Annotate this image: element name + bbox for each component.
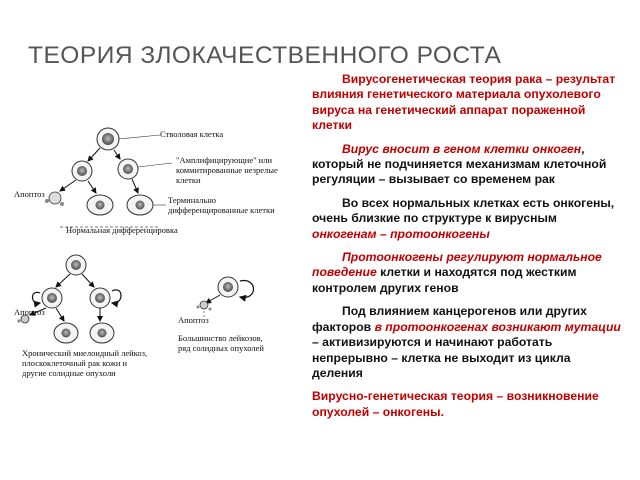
terminal-cell-bl-right [89, 322, 115, 344]
slide-title: ТЕОРИЯ ЗЛОКАЧЕСТВЕННОГО РОСТА [28, 42, 502, 69]
committed-cell-right [117, 158, 139, 180]
apoptotic-cell-right [196, 300, 212, 311]
apoptotic-cell-left [17, 314, 30, 324]
p1-text: Вирусогенетическая теория рака – результ… [312, 72, 616, 133]
p3-text: Во всех нормальных клетках есть онкогены… [312, 195, 615, 226]
cell-bl-left [41, 287, 63, 309]
p2-text: , который не подчиняется механизмам клет… [312, 141, 607, 187]
label-amplifying-3: клетки [176, 175, 201, 185]
label-amplifying-2: коммитированные незрелые [176, 165, 278, 175]
stem-cell-bottom-left [65, 254, 87, 276]
p5-text-c: – активизируются и начинают работать неп… [312, 335, 571, 380]
cell-bl-right [89, 287, 111, 309]
p4-highlight: Протоонкогены регулируют нормальное пове… [312, 250, 602, 280]
p4-text: клетки и находятся под жестким контролем… [312, 265, 577, 295]
label-apoptosis-right: Апоптоз [178, 315, 209, 325]
label-majority-1: Большинство лейкозов, [178, 333, 263, 343]
label-terminal-1: Терминально [168, 195, 216, 205]
label-stem-cell: Стволовая клетка [160, 129, 223, 139]
solid-tumors-group: Апоптоз Большинство лейкозов, ряд солидн… [178, 276, 264, 353]
normal-differentiation-group: Стволовая клетка "Амплифицирующие" или к… [14, 127, 278, 235]
terminal-cell-bl-left [53, 322, 79, 344]
p2-highlight: Вирус вносит в геном клетки онкоген [342, 141, 582, 156]
stem-cell [96, 127, 120, 151]
text-column: Вирусогенетическая теория рака – результ… [312, 72, 624, 428]
cell-differentiation-diagram: Стволовая клетка "Амплифицирующие" или к… [14, 127, 278, 378]
label-normal-differentiation: Нормальная дифференцировка [66, 225, 178, 235]
label-leukemia-3: другие солидные опухоли [22, 368, 116, 378]
p6-text: Вирусно-генетическая теория – возникнове… [312, 389, 599, 419]
label-leukemia-1: Хронический миелоидный лейкоз, [22, 348, 147, 358]
terminal-cell-right [126, 194, 154, 216]
terminal-cell-left [86, 194, 114, 216]
label-amplifying-1: "Амплифицирующие" или [176, 155, 272, 165]
p5-text-a: Под влиянием канцерогенов или других фак… [312, 304, 587, 334]
paragraph-4: Протоонкогены регулируют нормальное пове… [312, 250, 624, 296]
paragraph-2: Вирус вносит в геном клетки онкоген, кот… [312, 142, 624, 188]
committed-cell-left [71, 160, 93, 182]
paragraph-1: Вирусогенетическая теория рака – результ… [312, 72, 624, 134]
label-leukemia-2: плоскоклеточный рак кожи и [22, 358, 128, 368]
stem-cell-bottom-right [217, 276, 239, 298]
paragraph-6: Вирусно-генетическая теория – возникнове… [312, 389, 624, 420]
p5-highlight: в протоонкогенах возникают мутации [374, 319, 621, 334]
label-majority-2: ряд солидных опухолей [178, 343, 264, 353]
p3-highlight: онкогенам – протоонкогены [312, 226, 490, 241]
apoptotic-cell-top [45, 191, 64, 206]
paragraph-3: Во всех нормальных клетках есть онкогены… [312, 196, 624, 242]
label-terminal-2: дифференцированные клетки [168, 205, 275, 215]
label-apoptosis-left: Апоптоз [14, 307, 45, 317]
paragraph-5: Под влиянием канцерогенов или других фак… [312, 304, 624, 381]
chronic-leukemia-group: Апоптоз Хронический миелоидный лейкоз, п… [14, 254, 147, 378]
label-apoptosis-top: Апоптоз [14, 189, 45, 199]
